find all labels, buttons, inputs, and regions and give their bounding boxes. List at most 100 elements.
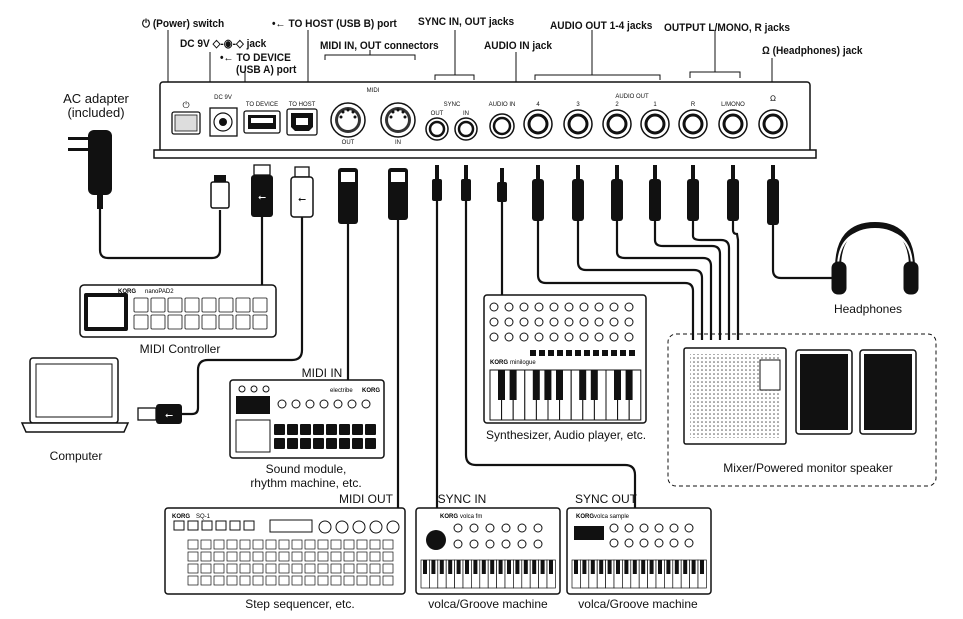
pad	[365, 424, 376, 435]
step-button	[265, 539, 277, 550]
step-button	[369, 539, 381, 550]
label-dc-jack: DC 9V ◇-◉-◇ jack	[180, 38, 267, 50]
knob	[534, 317, 544, 327]
knob	[579, 302, 589, 312]
audio-out-1-jack[interactable]	[640, 109, 670, 139]
pad	[352, 438, 363, 449]
knob	[579, 332, 589, 342]
key-top	[674, 560, 679, 574]
audio-in-jack[interactable]	[489, 113, 515, 139]
knob	[624, 538, 634, 548]
label-synthesizer: Synthesizer, Audio player, etc.	[485, 428, 647, 442]
step-button	[239, 563, 251, 574]
usb-b-port[interactable]	[286, 108, 318, 136]
usb-a-port[interactable]	[243, 110, 281, 134]
step-button	[200, 563, 212, 574]
key-top	[465, 560, 469, 574]
computer: ⭠	[20, 357, 182, 433]
panel-out3-label: 3	[576, 102, 580, 108]
key-top	[490, 560, 495, 574]
key-top	[423, 560, 427, 574]
step-button	[291, 539, 303, 550]
pad	[201, 297, 217, 313]
knob	[594, 332, 604, 342]
headphones-jack[interactable]	[758, 109, 788, 139]
volca-1: KORG volca fm	[415, 507, 561, 595]
knob	[361, 399, 371, 409]
step-button	[356, 575, 368, 586]
step-button	[278, 551, 290, 562]
key-top	[658, 560, 662, 574]
step-button	[330, 551, 342, 562]
midi-in-connector[interactable]	[380, 102, 416, 138]
key-top	[532, 560, 537, 574]
power-switch[interactable]	[171, 111, 201, 135]
label-sound-module: Sound module, rhythm machine, etc.	[250, 462, 362, 490]
knob	[564, 317, 574, 327]
svg-text:KORG: KORG	[172, 514, 190, 520]
cables	[98, 195, 835, 510]
step-button	[239, 539, 251, 550]
knob	[485, 539, 495, 549]
knob	[489, 317, 499, 327]
knob	[453, 523, 463, 533]
knob	[594, 302, 604, 312]
pad	[218, 297, 234, 313]
knob	[609, 538, 619, 548]
label-volca-1: volca/Groove machine	[428, 597, 548, 611]
black-key	[590, 370, 598, 400]
step-button	[304, 563, 316, 574]
pad	[235, 297, 251, 313]
pad	[252, 314, 268, 330]
pad	[326, 424, 337, 435]
sound-module: electribe KORG	[229, 379, 385, 459]
black-key	[498, 370, 505, 400]
black-key	[614, 370, 621, 400]
pad	[133, 314, 149, 330]
output-r-jack[interactable]	[678, 109, 708, 139]
knob	[347, 399, 357, 409]
midi-controller: KORG nanoPAD2	[79, 284, 277, 338]
audio-out-4-jack[interactable]	[523, 109, 553, 139]
svg-text:SQ-1: SQ-1	[196, 514, 211, 520]
knob	[534, 302, 544, 312]
step-button	[356, 539, 368, 550]
audio-out-3-jack[interactable]	[563, 109, 593, 139]
output-lmono-jack[interactable]	[718, 109, 748, 139]
svg-text:volca fm: volca fm	[460, 514, 482, 520]
midi-out-connector[interactable]	[330, 102, 366, 138]
step-button	[382, 551, 394, 562]
pad	[300, 424, 311, 435]
knob	[609, 317, 619, 327]
dc-jack[interactable]	[209, 107, 238, 137]
label-headphones-jack: Ω (Headphones) jack	[762, 45, 863, 57]
audio-out-2-jack[interactable]	[602, 109, 632, 139]
knob	[533, 539, 543, 549]
step-button	[213, 563, 225, 574]
knob	[564, 332, 574, 342]
knob	[504, 302, 514, 312]
pad	[287, 438, 298, 449]
button	[620, 350, 626, 356]
black-key	[532, 370, 540, 400]
pad	[167, 297, 183, 313]
step-button	[200, 575, 212, 586]
knob	[669, 523, 679, 533]
sync-out-jack[interactable]	[425, 117, 449, 141]
knob	[639, 523, 649, 533]
step-button	[278, 575, 290, 586]
knob	[489, 302, 499, 312]
sync-in-jack[interactable]	[454, 117, 478, 141]
knob	[426, 530, 446, 550]
label-sync-out: SYNC OUT	[574, 492, 638, 506]
key-top	[616, 560, 620, 574]
step-button	[187, 575, 199, 586]
pad	[218, 314, 234, 330]
step-button	[252, 575, 264, 586]
knob	[519, 332, 529, 342]
button	[575, 350, 581, 356]
step-button	[304, 551, 316, 562]
knob	[533, 523, 543, 533]
key-top	[582, 560, 587, 574]
svg-text:⭠: ⭠	[258, 192, 266, 203]
